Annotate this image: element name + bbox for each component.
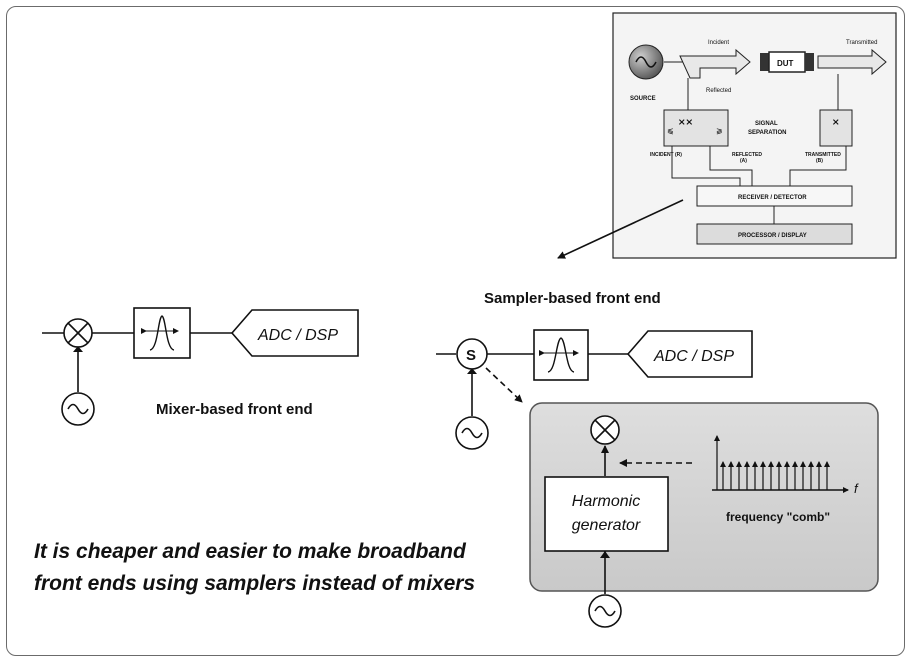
- coupler-box-left: [663, 109, 729, 147]
- incident-label: Incident: [708, 40, 729, 46]
- adc-dsp-label-sampler: ADC / DSP: [653, 348, 734, 365]
- sampler-detail-arrow: [485, 367, 523, 403]
- incident-arrow: [679, 48, 751, 79]
- oscillator-icon-mixer: [61, 392, 95, 426]
- transmitted-arrow: [817, 48, 887, 76]
- frequency-comb: [720, 461, 830, 490]
- reflected-a-label-2: (A): [740, 158, 747, 164]
- receiver-label: RECEIVER / DETECTOR: [738, 195, 807, 201]
- incident-r-label: INCIDENT (R): [650, 152, 682, 158]
- svg-text:⫹: ⫹: [667, 126, 674, 135]
- inset-diagram: SOURCE Incident Reflected DUT Transmitte…: [612, 12, 897, 259]
- source-icon: [628, 44, 664, 80]
- sampler-front-end: Sampler-based front end S ADC / DSP: [436, 290, 753, 450]
- adc-dsp-block-mixer: [230, 309, 359, 357]
- sampler-title: Sampler-based front end: [484, 290, 661, 307]
- mixer-caption: Mixer-based front end: [156, 401, 313, 418]
- transmitted-b-label-2: (B): [816, 158, 823, 164]
- conclusion-line-2: front ends using samplers instead of mix…: [34, 572, 475, 595]
- reflected-label: Reflected: [706, 88, 731, 94]
- sampler-symbol: S: [466, 347, 476, 364]
- signal-separation-label-1: SIGNAL: [755, 121, 778, 127]
- svg-text:⫺: ⫺: [716, 126, 723, 135]
- oscillator-icon-harmonic: [588, 594, 622, 628]
- svg-text:⨯⨯: ⨯⨯: [678, 117, 693, 127]
- conclusion-line-1: It is cheaper and easier to make broadba…: [34, 540, 467, 563]
- transmitted-label: Transmitted: [846, 40, 877, 46]
- reflected-a-label-1: REFLECTED: [732, 152, 762, 158]
- dut-label: DUT: [777, 59, 794, 68]
- bandpass-filter-icon: [133, 307, 191, 359]
- harmonic-panel: Harmonic generator f frequency "comb": [529, 402, 879, 592]
- dut-block: [760, 51, 814, 73]
- signal-separation-label-2: SEPARATION: [748, 130, 786, 136]
- f-label: f: [854, 481, 859, 496]
- oscillator-icon-sampler: [455, 416, 489, 450]
- mixer-icon: [63, 318, 93, 348]
- adc-dsp-label-mixer: ADC / DSP: [257, 327, 338, 344]
- harmonic-generator-block: [544, 476, 669, 552]
- coupler-box-right: [819, 109, 853, 147]
- processor-label: PROCESSOR / DISPLAY: [738, 233, 807, 239]
- source-label: SOURCE: [630, 96, 656, 102]
- harmonic-generator-label-1: Harmonic: [572, 493, 640, 510]
- inset-pointer-arrow: [557, 199, 684, 259]
- mixer-front-end: ADC / DSP Mixer-based front end: [42, 307, 359, 426]
- harmonic-generator-label-2: generator: [572, 517, 641, 534]
- adc-dsp-block-sampler: [626, 330, 753, 378]
- bandpass-filter-icon-sampler: [533, 329, 589, 381]
- panel-mixer-icon: [590, 415, 620, 445]
- transmitted-b-label-1: TRANSMITTED: [805, 152, 841, 158]
- svg-text:⨯: ⨯: [832, 117, 840, 127]
- processor-block: [696, 223, 853, 245]
- comb-label: frequency "comb": [726, 510, 830, 524]
